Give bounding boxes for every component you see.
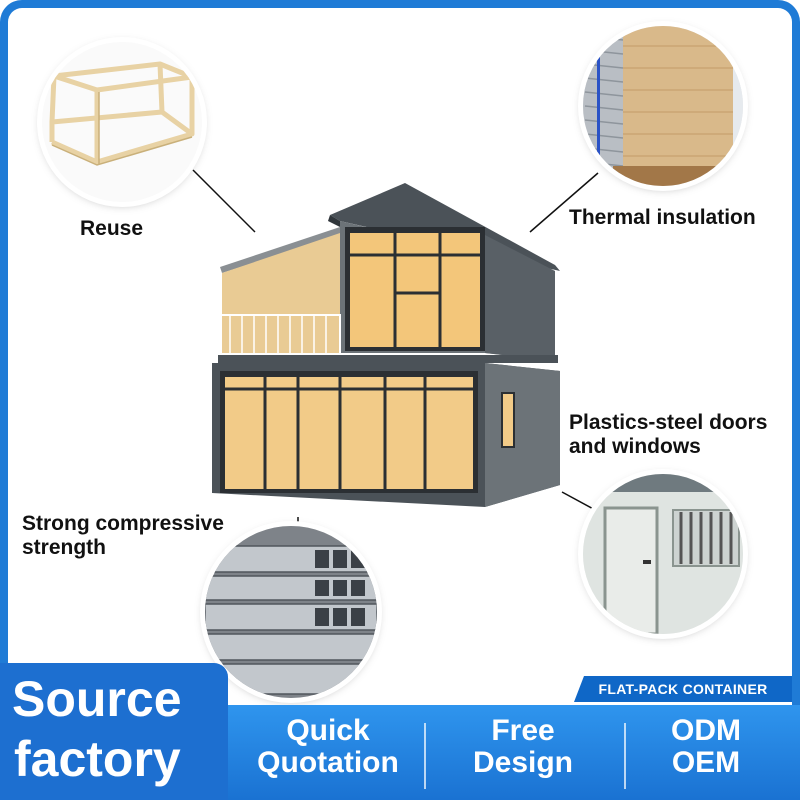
bar-divider-1 <box>424 723 426 789</box>
container-house-image <box>212 183 560 507</box>
insulation-circle <box>583 26 743 186</box>
source-factory-box: Source factory <box>0 663 228 800</box>
thermal-text: Thermal insulation <box>569 206 756 229</box>
steel-frame-image <box>42 42 202 202</box>
plastics-label: Plastics-steel doors and windows <box>569 411 767 459</box>
steel-frame-circle <box>42 42 202 202</box>
odm-oem-item: ODM OEM <box>646 715 766 779</box>
oem-text: OEM <box>671 746 741 779</box>
steel-tube-image <box>205 526 377 698</box>
factory-text: factory <box>14 731 181 787</box>
design-text: Design <box>472 746 574 779</box>
bar-divider-2 <box>624 723 626 789</box>
door-window-image <box>583 474 743 634</box>
steel-tube-circle <box>205 526 377 698</box>
source-text: Source <box>12 671 182 727</box>
reuse-label: Reuse <box>80 217 143 241</box>
insulation-panel-image <box>583 26 743 186</box>
plastics-text-line2: and windows <box>569 435 701 458</box>
strength-text-line2: strength <box>22 536 106 559</box>
quick-text: Quick <box>286 714 370 747</box>
flat-pack-tag: FLAT-PACK CONTAINER <box>574 676 792 702</box>
reuse-text: Reuse <box>80 217 144 240</box>
quotation-text: Quotation <box>257 746 399 779</box>
strength-label: Strong compressive strength <box>22 512 224 560</box>
odm-text: ODM <box>671 714 741 747</box>
free-design-item: Free Design <box>448 715 598 779</box>
free-text: Free <box>491 714 555 747</box>
thermal-label: Thermal insulation <box>569 206 756 230</box>
strength-text-line1: Strong compressive <box>22 512 224 535</box>
quick-quotation-item: Quick Quotation <box>243 715 413 779</box>
plastics-text-line1: Plastics-steel doors <box>569 411 768 434</box>
door-window-circle <box>583 474 743 634</box>
